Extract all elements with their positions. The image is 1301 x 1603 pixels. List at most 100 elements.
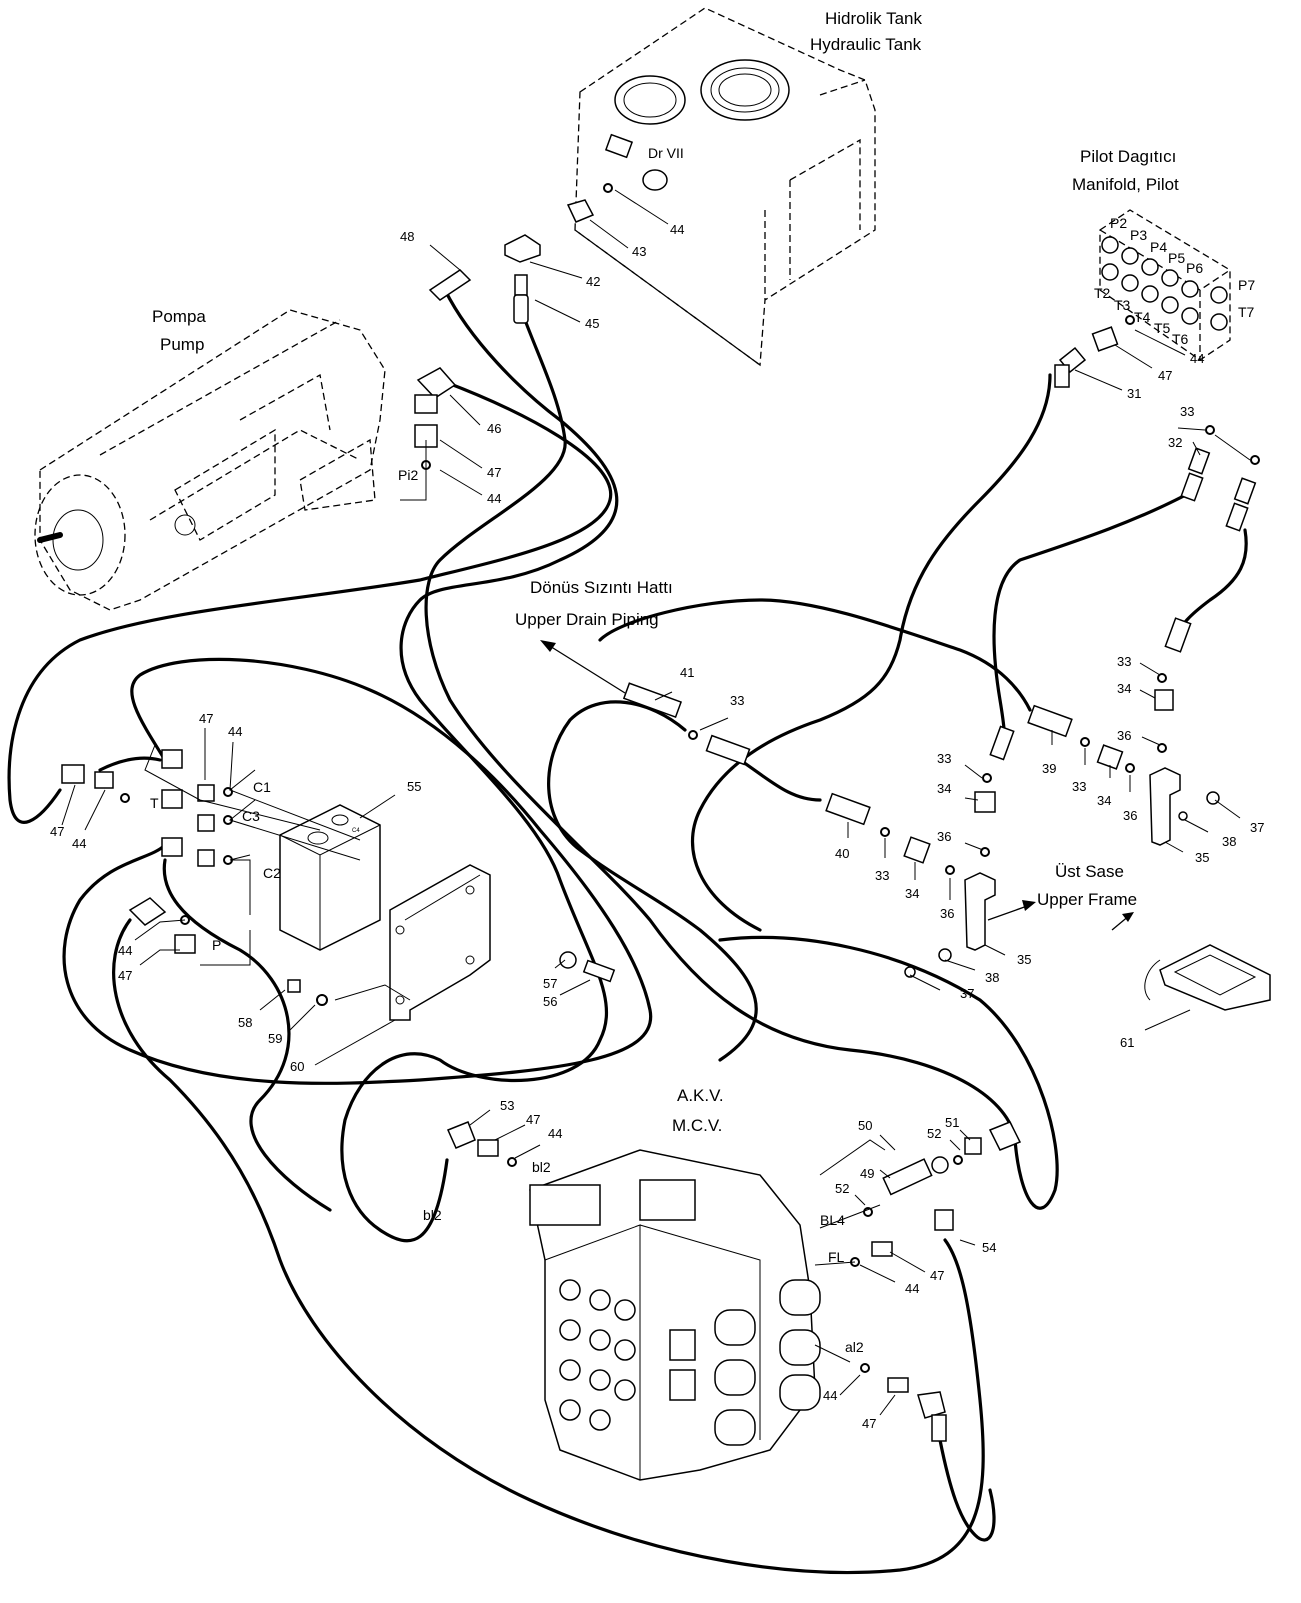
part-number: 44: [670, 222, 684, 237]
valve-block-55: [279, 804, 381, 951]
port-p4: P4: [1150, 239, 1167, 255]
leader-lines: [61, 189, 1251, 1416]
bracket-60: [389, 864, 491, 1021]
part-number: 33: [1072, 779, 1086, 794]
port-t2: T2: [1094, 285, 1111, 301]
part-number: 52: [835, 1181, 849, 1196]
part-number: 32: [1168, 435, 1182, 450]
foot-pedal-61: [1144, 944, 1271, 1011]
port-c4: C4: [352, 828, 360, 834]
hoses: [7, 288, 1248, 1575]
part-number: 61: [1120, 1035, 1134, 1050]
part-number: 44: [823, 1388, 837, 1403]
part-number: 42: [586, 274, 600, 289]
part-number: 36: [937, 829, 951, 844]
port-t7: T7: [1238, 304, 1255, 320]
part-number: 53: [500, 1098, 514, 1113]
direction-arrows: [540, 640, 1134, 931]
tank-title-en: Hydraulic Tank: [810, 35, 922, 54]
upper-frame-block-35-right: [1149, 767, 1181, 846]
part-number: 41: [680, 665, 694, 680]
tank-title-tr: Hidrolik Tank: [825, 9, 923, 28]
pump-title-tr: Pompa: [152, 307, 206, 326]
fittings: [61, 183, 1260, 1442]
part-number: 47: [862, 1416, 876, 1431]
pump: [34, 309, 386, 611]
part-number: 44: [548, 1126, 562, 1141]
part-number: 43: [632, 244, 646, 259]
part-number: 36: [940, 906, 954, 921]
port-fl: FL: [828, 1249, 845, 1265]
part-number: 36: [1117, 728, 1131, 743]
main-control-valve: [529, 1149, 821, 1481]
port-bl2-top: bl2: [532, 1159, 551, 1175]
part-number: 34: [905, 886, 919, 901]
port-bl4: BL4: [820, 1212, 845, 1228]
part-number: 47: [118, 968, 132, 983]
part-number: 60: [290, 1059, 304, 1074]
part-number: 34: [1097, 793, 1111, 808]
port-bl2-left: bl2: [423, 1207, 442, 1223]
part-number: 47: [50, 824, 64, 839]
port-p6: P6: [1186, 260, 1203, 276]
port-c2: C2: [263, 865, 281, 881]
part-number: 37: [1250, 820, 1264, 835]
port-p: P: [212, 937, 221, 953]
port-labels: Dr VII Pi2 T P C1 C3 C2 C4 bl2 bl2 BL4 F…: [150, 145, 1255, 1355]
frame-title-en: Upper Frame: [1037, 890, 1137, 909]
port-p5: P5: [1168, 250, 1185, 266]
part-number: 47: [1158, 368, 1172, 383]
port-t6: T6: [1172, 331, 1189, 347]
part-number: 44: [72, 836, 86, 851]
part-number: 51: [945, 1115, 959, 1130]
part-number: 59: [268, 1031, 282, 1046]
part-number: 33: [937, 751, 951, 766]
pilot-manifold: [1099, 209, 1231, 361]
manifold-title-en: Manifold, Pilot: [1072, 175, 1179, 194]
part-number: 39: [1042, 761, 1056, 776]
part-number: 50: [858, 1118, 872, 1133]
part-number: 55: [407, 779, 421, 794]
part-number: 44: [118, 943, 132, 958]
mcv-title-tr: A.K.V.: [677, 1086, 724, 1105]
hydraulic-tank: [574, 7, 876, 367]
part-number: 54: [982, 1240, 996, 1255]
part-number: 40: [835, 846, 849, 861]
part-number: 35: [1195, 850, 1209, 865]
pump-title-en: Pump: [160, 335, 204, 354]
drain-title-en: Upper Drain Piping: [515, 610, 659, 629]
part-number: 31: [1127, 386, 1141, 401]
part-number: 45: [585, 316, 599, 331]
drain-title-tr: Dönüs Sızıntı Hattı: [530, 578, 673, 597]
part-number: 33: [730, 693, 744, 708]
port-t5: T5: [1154, 320, 1171, 336]
part-number: 52: [927, 1126, 941, 1141]
part-number: 47: [199, 711, 213, 726]
port-p7: P7: [1238, 277, 1255, 293]
part-number: 38: [1222, 834, 1236, 849]
mcv-title-en: M.C.V.: [672, 1116, 722, 1135]
part-number: 33: [1180, 404, 1194, 419]
upper-frame-block-35-center: [964, 872, 996, 951]
part-number: 33: [875, 868, 889, 883]
manifold-title-tr: Pilot Dagıtıcı: [1080, 147, 1176, 166]
part-numbers: 44 43 42 48 45 46 47 44 44 47 31 33 32 4…: [50, 222, 1264, 1431]
port-c1: C1: [253, 779, 271, 795]
port-t: T: [150, 795, 159, 811]
port-t3: T3: [1114, 297, 1131, 313]
part-number: 47: [487, 465, 501, 480]
part-number: 37: [960, 986, 974, 1001]
port-al2: al2: [845, 1339, 864, 1355]
part-number: 38: [985, 970, 999, 985]
part-number: 44: [228, 724, 242, 739]
part-number: 44: [905, 1281, 919, 1296]
port-t4: T4: [1134, 309, 1151, 325]
part-number: 47: [930, 1268, 944, 1283]
frame-title-tr: Üst Sase: [1055, 862, 1124, 881]
part-number: 49: [860, 1166, 874, 1181]
part-number: 36: [1123, 808, 1137, 823]
part-number: 44: [487, 491, 501, 506]
part-number: 35: [1017, 952, 1031, 967]
port-dr: Dr VII: [648, 145, 684, 161]
